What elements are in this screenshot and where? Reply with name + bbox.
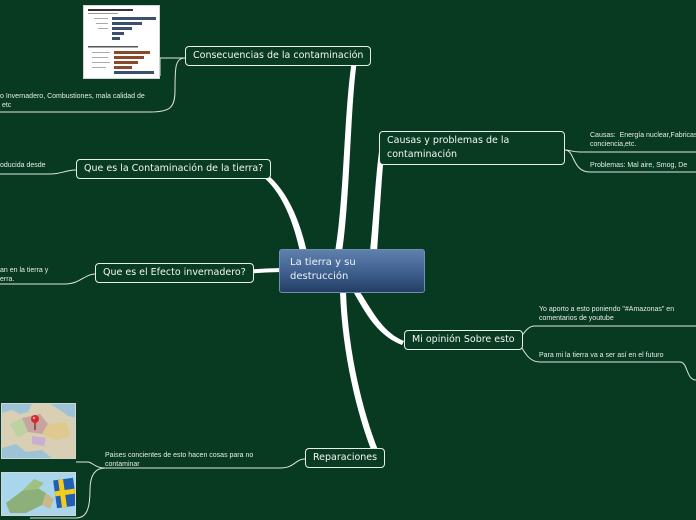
topic-efecto-invernadero-label: Que es el Efecto invernadero? (103, 267, 246, 278)
topic-causas[interactable]: Causas y problemas de la contaminación (379, 131, 565, 165)
topic-efecto-invernadero[interactable]: Que es el Efecto invernadero? (95, 263, 254, 283)
central-topic-label: La tierra y su destrucción (290, 257, 356, 282)
europe-map-graphic (2, 404, 75, 458)
topic-opinion[interactable]: Mi opinión Sobre esto (404, 330, 523, 350)
subtopic-reparaciones[interactable]: Paises concientes de esto hacen cosas pa… (105, 452, 254, 468)
chart-thumbnail-graphic (88, 9, 156, 74)
europe-map-thumbnail[interactable] (1, 403, 76, 459)
sweden-flag-icon (53, 477, 75, 509)
topic-consecuencias[interactable]: Consecuencias de la contaminación (185, 46, 372, 66)
chart-thumbnail[interactable] (83, 5, 160, 79)
topic-consecuencias-label: Consecuencias de la contaminación (193, 50, 364, 61)
topic-que-es-contaminacion[interactable]: Que es la Contaminación de la tierra? (76, 159, 272, 179)
sweden-flag-map-graphic (2, 473, 75, 515)
topic-reparaciones[interactable]: Reparaciones (305, 448, 386, 468)
subtopic-causas[interactable]: Causas: Energía nuclear,Fabricas, concie… (590, 132, 696, 148)
subtopic-consecuencias[interactable]: o Invernadero, Combustiones, mala calida… (0, 93, 145, 109)
topic-causas-label: Causas y problemas de la contaminación (387, 135, 510, 160)
subtopic-contaminacion[interactable]: oducida desde (0, 162, 46, 169)
subtopic-problemas[interactable]: Problemas: Mal aire, Smog, De (590, 162, 688, 169)
sweden-flag-map-thumbnail[interactable] (1, 472, 76, 516)
topic-reparaciones-label: Reparaciones (313, 452, 378, 463)
topic-que-es-contaminacion-label: Que es la Contaminación de la tierra? (84, 163, 264, 174)
subtopic-opinion-2[interactable]: Para mi la tierra va a ser así en el fut… (539, 352, 664, 359)
subtopic-opinion-1[interactable]: Yo aporto a esto poniendo "#Amazonas" en… (539, 306, 675, 322)
subtopic-invernadero[interactable]: an en la tierra y erra. (0, 267, 49, 283)
topic-opinion-label: Mi opinión Sobre esto (412, 334, 515, 345)
central-topic[interactable]: La tierra y su destrucción (279, 249, 425, 293)
